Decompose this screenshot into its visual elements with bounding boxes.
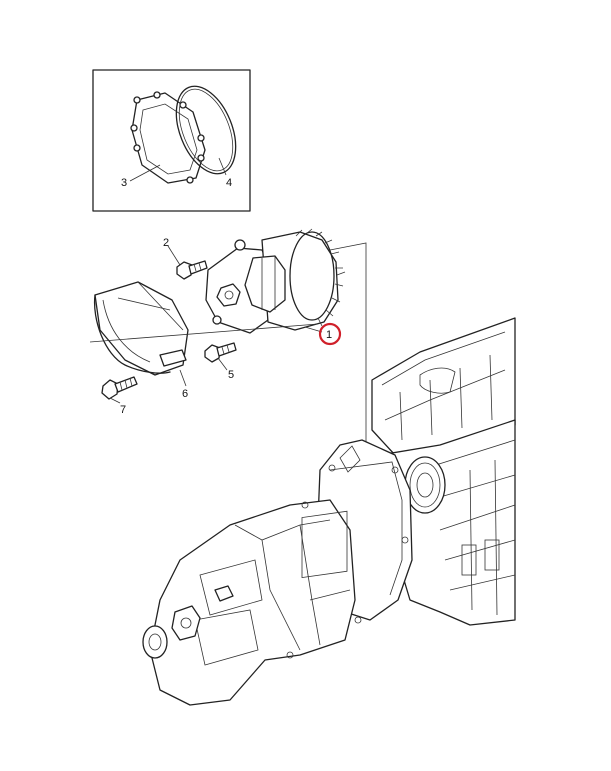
callout-1-group[interactable]: 1 [304,322,342,346]
callout-3: 3 [121,177,127,189]
o-ring [175,85,237,175]
gasket-plate [130,91,206,184]
assembly-leader-lines [89,242,367,505]
bolt-7: 7 [101,376,138,416]
bolt-2: 2 [163,237,208,280]
callout-5: 5 [228,369,234,381]
callout-7: 7 [120,404,126,416]
engine-block [371,317,516,626]
callout-4: 4 [226,177,232,189]
callout-6: 6 [182,388,188,400]
housing-cover: 6 [93,281,189,400]
transmission [142,499,356,706]
inset-frame [92,69,251,212]
highlight-ring [318,322,342,346]
callout-2: 2 [163,237,169,249]
gear-drive-unit [205,228,344,334]
callout-1: 1 [326,329,332,341]
bolt-5: 5 [204,342,237,381]
detail-inset: 3 4 [92,69,251,212]
